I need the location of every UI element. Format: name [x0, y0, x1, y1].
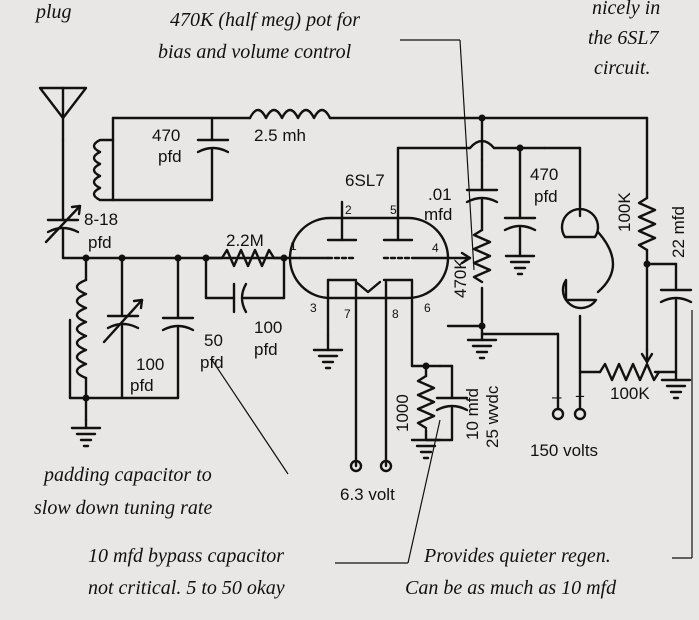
headphones-icon [560, 207, 615, 310]
bypass-line2: not critical. 5 to 50 okay [88, 577, 285, 599]
ground-icon [466, 338, 498, 360]
c-22-label: 22 mfd [669, 206, 688, 258]
padding-line2: slow down tuning rate [34, 497, 212, 519]
pin-3: 3 [310, 301, 317, 315]
tank-coil-icon [75, 278, 88, 380]
rf-choke-icon [248, 108, 332, 120]
c-470-top-unit: pfd [158, 147, 182, 166]
c-10mfd-line1: 10 mfd [463, 388, 482, 440]
resistor-1000-icon [416, 374, 436, 430]
inductor-label: 2.5 mh [254, 126, 306, 145]
heater-label: 6.3 volt [340, 485, 395, 504]
pin-5: 5 [390, 203, 397, 217]
c-100-tune-unit: pfd [130, 376, 154, 395]
corner-line3: circuit. [594, 57, 650, 79]
regen-line2: Can be as much as 10 mfd [405, 577, 617, 599]
pot-470k-icon [472, 228, 492, 284]
r-100k-label: 100K [615, 192, 634, 232]
pot-470k-label: 470K [451, 258, 470, 298]
pot-100k-regen-icon [598, 362, 661, 382]
ground-icon [504, 254, 536, 276]
corner-line2: the 6SL7 [588, 27, 660, 49]
top-fragment: plug [34, 1, 72, 23]
c-100-tune-value: 100 [136, 355, 164, 374]
supply-minus-label: – [552, 387, 562, 406]
padding-line1: padding capacitor to [42, 464, 212, 486]
callout-leaders [211, 39, 693, 564]
tube-pin-numbers: 1 2 3 4 5 6 7 8 [290, 203, 439, 321]
c-100-grid-value: 100 [254, 318, 282, 337]
c-100-grid-unit: pfd [254, 340, 278, 359]
r-1000-label: 1000 [393, 394, 412, 432]
pin-7: 7 [344, 307, 351, 321]
pin-8: 8 [392, 307, 399, 321]
tube-6sl7-icon [288, 216, 450, 300]
c-01-unit: mfd [424, 205, 452, 224]
pin-1: 1 [290, 239, 297, 253]
c-470-right-unit: pfd [534, 187, 558, 206]
pin-6: 6 [424, 301, 431, 315]
c-50-unit: pfd [200, 353, 224, 372]
pot-100k-label: 100K [610, 384, 650, 403]
c-10mfd-line2: 25 wvdc [483, 385, 502, 448]
wiring [38, 86, 693, 473]
component-labels: 470 pfd 2.5 mh 6SL7 .01 mfd 470 pfd 100K… [84, 126, 688, 504]
captions: plug 470K (half meg) pot for bias and vo… [34, 0, 660, 599]
c-8-18-value: 8-18 [84, 210, 118, 229]
pin-2: 2 [345, 203, 352, 217]
resistor-100k-icon [637, 196, 657, 252]
corner-line1: nicely in [592, 0, 660, 19]
c-8-18-unit: pfd [88, 233, 112, 252]
ground-icon [70, 426, 102, 448]
ground-icon [312, 348, 344, 370]
regen-line1: Provides quieter regen. [423, 545, 611, 567]
tube-label: 6SL7 [345, 171, 385, 190]
c-470-top-value: 470 [152, 126, 180, 145]
pot-note-line2: bias and volume control [158, 41, 352, 63]
pin-4: 4 [432, 241, 439, 255]
bypass-line1: 10 mfd bypass capacitor [88, 545, 284, 567]
supply-plus-label: + [575, 387, 585, 406]
grid-leak-resistor-icon [220, 248, 276, 268]
c-01-value: .01 [428, 185, 452, 204]
supply-label: 150 volts [530, 441, 598, 460]
c-470-right-value: 470 [530, 165, 558, 184]
r-2-2m-label: 2.2M [226, 231, 264, 250]
pot-note-line1: 470K (half meg) pot for [170, 9, 360, 31]
c-50-value: 50 [204, 331, 223, 350]
